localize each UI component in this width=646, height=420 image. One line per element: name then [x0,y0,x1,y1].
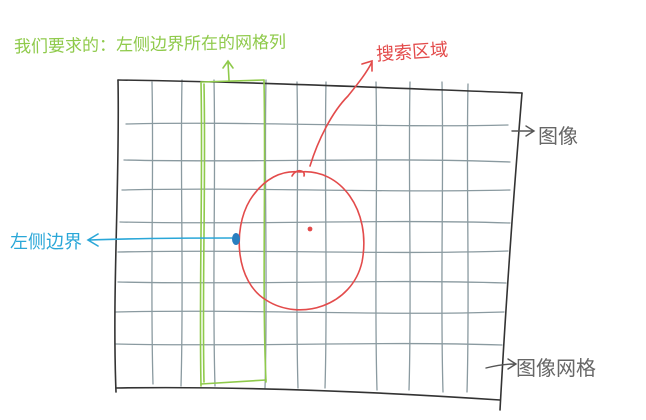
grid-vline [466,83,469,393]
search-area [238,59,373,311]
grid-vline [441,81,444,393]
top-note: 我们要求的：左侧边界所在的网格列 [13,32,287,58]
grid-label-arrow [485,358,518,370]
grid-label: 图像网格 [516,356,596,380]
left-edge-point [232,233,240,245]
search-center-dot [307,226,313,232]
image-border [114,79,523,411]
column-up-arrow [222,59,234,81]
grid-vline [213,79,216,387]
grid-hline [123,159,511,163]
grid-vline [151,81,154,385]
grid-hline [117,250,509,254]
grid-hline [121,188,511,192]
image-grid [115,79,511,393]
left-edge-pointer [86,233,233,247]
left-edge-label: 左侧边界 [10,232,82,253]
image-label: 图像 [538,124,578,148]
grid-vline [324,81,327,389]
grid-vline [375,81,378,391]
search-area-arrow [309,59,373,167]
image-label-arrow [511,125,536,137]
left-edge-column [199,59,267,387]
grid-vline [264,79,267,389]
label-arrows [485,125,536,370]
grid-hline [115,342,503,346]
grid-vline [296,81,299,389]
grid-vline [180,79,183,387]
grid-hline [115,310,505,314]
grid-hline [119,220,511,224]
grid-hline [117,280,507,284]
search-area-label: 搜索区域 [375,39,449,66]
grid-hline [125,122,509,127]
grid-vline [408,81,411,391]
